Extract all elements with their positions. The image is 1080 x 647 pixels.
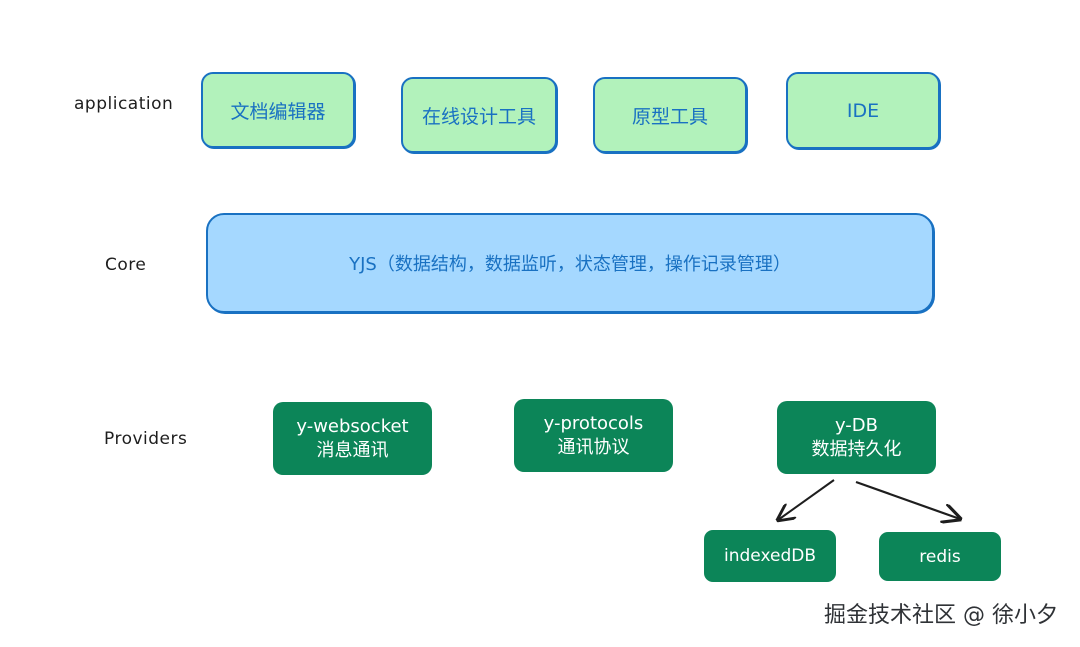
provider-box-y-db: y-DB 数据持久化 [777, 401, 936, 474]
app-box-ide: IDE [786, 72, 940, 149]
provider-desc: 通讯协议 [557, 436, 630, 458]
storage-box-indexeddb: indexedDB [704, 530, 836, 582]
provider-name: y-DB [834, 414, 879, 436]
app-box-doc-editor: 文档编辑器 [201, 72, 355, 148]
arrow-ydb-to-indexeddb [778, 479, 835, 520]
arrow-ydb-to-redis [855, 480, 960, 519]
provider-box-y-websocket: y-websocket 消息通讯 [273, 402, 432, 475]
provider-desc: 数据持久化 [811, 438, 902, 460]
watermark: 掘金技术社区 @ 徐小夕 [824, 603, 1058, 628]
provider-desc: 消息通讯 [316, 439, 389, 461]
core-box-yjs: YJS（数据结构，数据监听，状态管理，操作记录管理） [206, 213, 934, 313]
layer-label-providers: Providers [104, 429, 188, 449]
app-box-prototype-tool: 原型工具 [593, 77, 747, 153]
provider-name: y-websocket [296, 415, 409, 437]
provider-name: y-protocols [543, 412, 644, 434]
app-box-online-design-tool: 在线设计工具 [401, 77, 557, 153]
layer-label-core: Core [105, 255, 147, 275]
storage-box-redis: redis [879, 532, 1001, 581]
provider-box-y-protocols: y-protocols 通讯协议 [514, 399, 673, 472]
layer-label-application: application [74, 94, 174, 114]
